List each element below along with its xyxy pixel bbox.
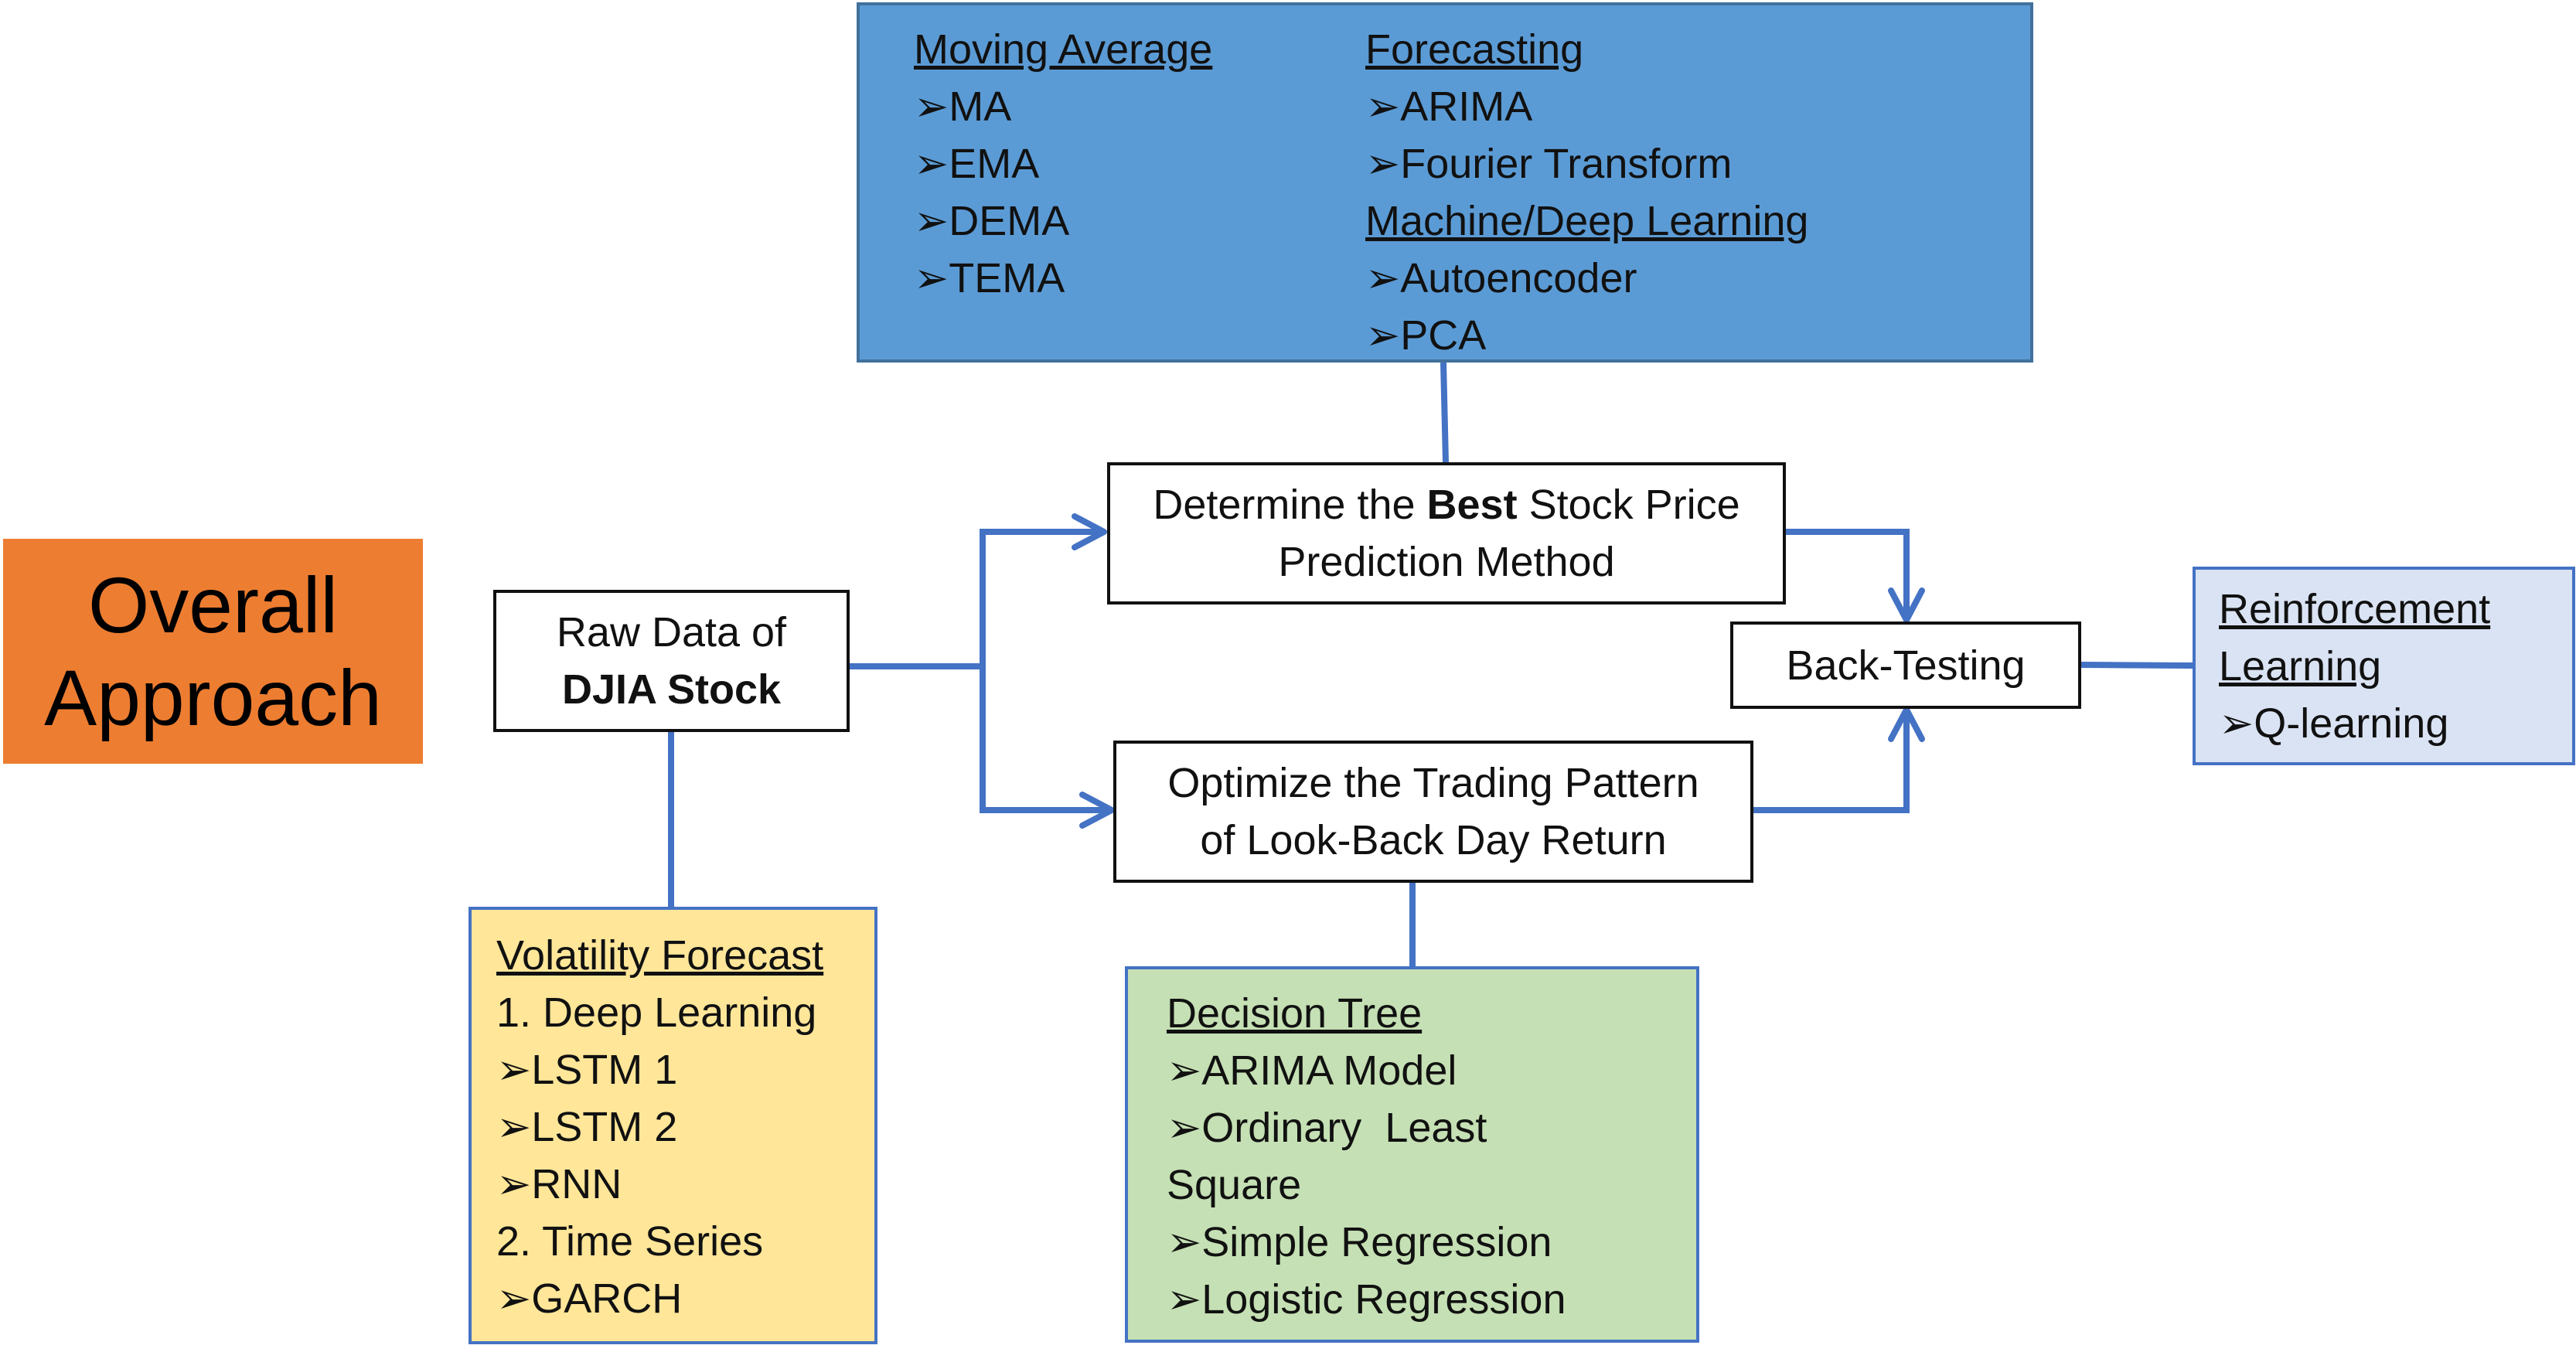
connector-backtesting-to-reinforcement: [2079, 662, 2193, 669]
list-item: ➢Logistic Regression: [1167, 1271, 1566, 1328]
optimize-box: Optimize the Trading Pattern of Look-Bac…: [1113, 741, 1753, 883]
list-item-continuation: Square: [1167, 1162, 1302, 1208]
reinforcement-box: Reinforcement Learning ➢Q-learning: [2193, 567, 2575, 765]
bullet-arrow-icon: ➢: [1365, 141, 1401, 187]
ml-heading: Machine/Deep Learning: [1365, 198, 1809, 244]
list-item: ➢EMA: [914, 135, 1212, 192]
list-item: ➢LSTM 1: [496, 1041, 823, 1098]
bullet-arrow-icon: ➢: [914, 255, 949, 301]
moving-average-heading: Moving Average: [914, 26, 1213, 73]
overall-approach-title: Overall Approach: [3, 539, 423, 764]
raw-data-line-2: DJIA Stock: [561, 666, 782, 713]
bullet-arrow-icon: ➢: [1365, 83, 1401, 130]
list-item: ➢PCA: [1365, 307, 1808, 364]
volatility-heading: Volatility Forecast: [496, 932, 824, 979]
back-testing-box: Back-Testing: [1730, 622, 2081, 709]
raw-data-box: Raw Data of DJIA Stock: [493, 590, 850, 732]
bullet-arrow-icon: ➢: [914, 198, 949, 244]
arrow-to-optimize: [980, 666, 1115, 829]
decision-tree-box: Decision Tree ➢ARIMA Model ➢Ordinary Lea…: [1125, 966, 1699, 1343]
bullet-arrow-icon: ➢: [1167, 1219, 1202, 1265]
list-item: ➢Q-learning: [2219, 695, 2490, 752]
bullet-arrow-icon: ➢: [2219, 700, 2254, 747]
list-item: ➢Simple Regression: [1167, 1214, 1566, 1271]
raw-data-line-1: Raw Data of: [556, 609, 787, 656]
list-item: ➢Autoencoder: [1365, 250, 1808, 307]
list-item: ➢GARCH: [496, 1270, 823, 1327]
arrow-to-best-method: [980, 513, 1107, 666]
best-method-box: Determine the Best Stock Price Predictio…: [1107, 462, 1786, 604]
title-line-1: Overall: [87, 560, 339, 649]
volatility-sub-2: 2. Time Series: [496, 1218, 764, 1265]
list-item: ➢ARIMA: [1365, 78, 1808, 135]
forecasting-heading: Forecasting: [1365, 26, 1584, 73]
list-item: ➢TEMA: [914, 250, 1212, 307]
list-item: ➢RNN: [496, 1156, 823, 1213]
list-item: ➢Fourier Transform: [1365, 135, 1808, 192]
reinforcement-list: Reinforcement Learning ➢Q-learning: [2219, 581, 2490, 752]
bullet-arrow-icon: ➢: [914, 141, 949, 187]
forecasting-column: Forecasting ➢ARIMA ➢Fourier Transform Ma…: [1365, 21, 1808, 364]
reinforcement-heading-line-2: Learning: [2219, 643, 2382, 690]
bullet-arrow-icon: ➢: [1167, 1276, 1202, 1323]
bullet-arrow-icon: ➢: [496, 1047, 532, 1093]
list-item: ➢DEMA: [914, 192, 1212, 250]
decision-tree-heading: Decision Tree: [1167, 990, 1423, 1037]
arrow-optimize-to-backtesting: [1752, 707, 1925, 813]
decision-tree-list: Decision Tree ➢ARIMA Model ➢Ordinary Lea…: [1167, 985, 1566, 1328]
connector-methods-to-best: [1440, 362, 1449, 463]
moving-average-column: Moving Average ➢MA ➢EMA ➢DEMA ➢TEMA: [914, 21, 1212, 307]
volatility-sub-1: 1. Deep Learning: [496, 989, 817, 1036]
bullet-arrow-icon: ➢: [1365, 312, 1401, 359]
list-item: ➢LSTM 2: [496, 1098, 823, 1156]
volatility-list: Volatility Forecast 1. Deep Learning ➢LS…: [496, 927, 823, 1327]
bullet-arrow-icon: ➢: [1365, 255, 1401, 301]
bullet-arrow-icon: ➢: [1167, 1047, 1202, 1094]
volatility-box: Volatility Forecast 1. Deep Learning ➢LS…: [469, 907, 877, 1344]
arrow-best-to-backtesting: [1786, 529, 1925, 623]
list-item: ➢Ordinary Least: [1167, 1099, 1566, 1156]
list-item: ➢MA: [914, 78, 1212, 135]
methods-box: Moving Average ➢MA ➢EMA ➢DEMA ➢TEMA Fore…: [857, 2, 2033, 363]
list-item: ➢ARIMA Model: [1167, 1042, 1566, 1099]
best-method-line-1: Determine the Best Stock Price: [1153, 482, 1740, 528]
back-testing-label: Back-Testing: [1786, 642, 2026, 689]
optimize-line-2: of Look-Back Day Return: [1200, 817, 1667, 863]
bullet-arrow-icon: ➢: [914, 83, 949, 130]
reinforcement-heading-line-1: Reinforcement: [2219, 586, 2491, 632]
title-line-2: Approach: [44, 653, 382, 742]
bullet-arrow-icon: ➢: [1167, 1105, 1202, 1151]
best-method-line-2: Prediction Method: [1278, 539, 1615, 585]
optimize-line-1: Optimize the Trading Pattern: [1167, 760, 1699, 806]
bullet-arrow-icon: ➢: [496, 1104, 532, 1150]
bullet-arrow-icon: ➢: [496, 1161, 532, 1207]
bullet-arrow-icon: ➢: [496, 1275, 532, 1322]
